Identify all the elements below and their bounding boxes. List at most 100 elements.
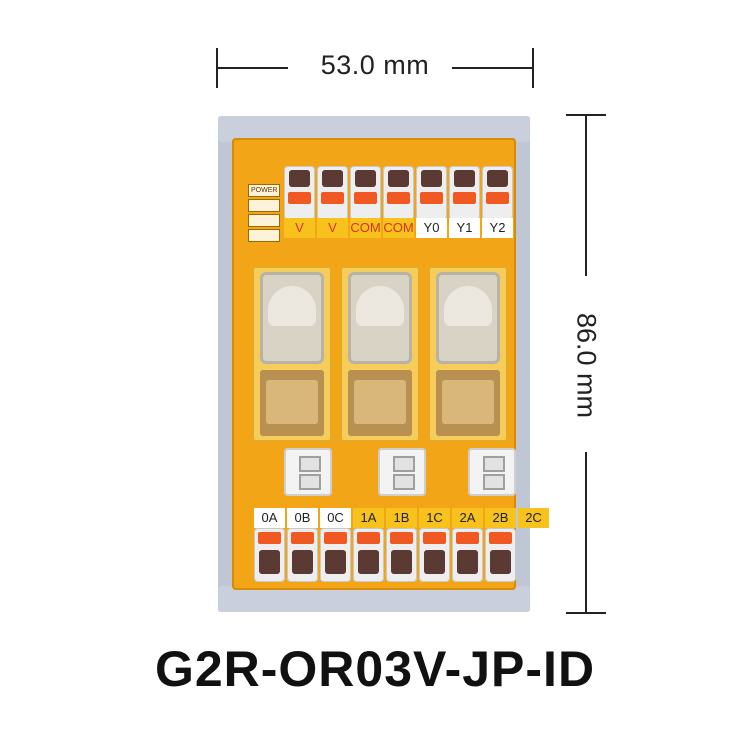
terminal-label-1b: 1B bbox=[386, 508, 417, 528]
screw-icon bbox=[487, 170, 508, 187]
connector-pin bbox=[393, 456, 415, 472]
width-dimension-right-tick bbox=[532, 48, 534, 88]
terminal-label-2a: 2A bbox=[452, 508, 483, 528]
screw-icon bbox=[292, 550, 313, 574]
terminal-label-0a: 0A bbox=[254, 508, 285, 528]
terminal bbox=[416, 166, 447, 220]
relay-dome bbox=[356, 286, 404, 326]
terminal-label-1c: 1C bbox=[419, 508, 450, 528]
terminal-label-y0: Y0 bbox=[416, 218, 447, 238]
terminal bbox=[419, 528, 450, 582]
screw-icon bbox=[490, 550, 511, 574]
terminal-label-0c: 0C bbox=[320, 508, 351, 528]
width-dimension-left-line bbox=[218, 67, 288, 69]
relay-cover bbox=[436, 272, 500, 364]
terminal-label-y2: Y2 bbox=[482, 218, 513, 238]
screw-icon bbox=[454, 170, 475, 187]
relay-coil bbox=[442, 380, 494, 424]
width-dimension-right-line bbox=[452, 67, 532, 69]
height-dimension: 86.0 mm bbox=[566, 114, 606, 614]
terminal bbox=[383, 166, 414, 220]
lever-icon bbox=[486, 192, 509, 204]
terminal-label-0b: 0B bbox=[287, 508, 318, 528]
terminal bbox=[386, 528, 417, 582]
lever-icon bbox=[258, 532, 281, 544]
relay-coil bbox=[354, 380, 406, 424]
relay-cover bbox=[260, 272, 324, 364]
connector-pin bbox=[483, 456, 505, 472]
relay-body bbox=[436, 370, 500, 436]
lever-icon bbox=[489, 532, 512, 544]
terminal bbox=[317, 166, 348, 220]
lever-icon bbox=[387, 192, 410, 204]
terminal-label-y1: Y1 bbox=[449, 218, 480, 238]
led-3 bbox=[248, 229, 280, 242]
terminal bbox=[320, 528, 351, 582]
led-panel: POWER bbox=[248, 184, 280, 242]
lever-icon bbox=[390, 532, 413, 544]
screw-icon bbox=[421, 170, 442, 187]
housing-bottom bbox=[218, 586, 530, 612]
relay-body bbox=[348, 370, 412, 436]
lever-icon bbox=[321, 192, 344, 204]
relay-2 bbox=[428, 266, 508, 442]
terminal bbox=[449, 166, 480, 220]
connector-pin bbox=[483, 474, 505, 490]
terminal bbox=[353, 528, 384, 582]
header-connector-2 bbox=[468, 448, 516, 496]
connector-pin bbox=[299, 456, 321, 472]
terminal-label-1a: 1A bbox=[353, 508, 384, 528]
relay-dome bbox=[268, 286, 316, 326]
lever-icon bbox=[453, 192, 476, 204]
screw-icon bbox=[355, 170, 376, 187]
screw-icon bbox=[289, 170, 310, 187]
relay-coil bbox=[266, 380, 318, 424]
height-dimension-bottom-tick bbox=[566, 612, 606, 614]
relay-dome bbox=[444, 286, 492, 326]
lever-icon bbox=[423, 532, 446, 544]
lever-icon bbox=[291, 532, 314, 544]
top-terminal-block bbox=[284, 166, 513, 220]
bottom-terminal-labels: 0A 0B 0C 1A 1B 1C 2A 2B 2C bbox=[254, 508, 549, 528]
header-connector-0 bbox=[284, 448, 332, 496]
height-dimension-top-line bbox=[585, 116, 587, 276]
height-dimension-top-tick bbox=[566, 114, 606, 116]
lever-icon bbox=[288, 192, 311, 204]
width-dimension-label: 53.0 mm bbox=[320, 50, 430, 80]
terminal bbox=[485, 528, 516, 582]
lever-icon bbox=[420, 192, 443, 204]
top-terminal-labels: V V COM COM Y0 Y1 Y2 bbox=[284, 218, 513, 238]
screw-icon bbox=[322, 170, 343, 187]
header-connector-1 bbox=[378, 448, 426, 496]
terminal-label-2b: 2B bbox=[485, 508, 516, 528]
screw-icon bbox=[388, 170, 409, 187]
relay-0 bbox=[252, 266, 332, 442]
bottom-terminal-block bbox=[254, 528, 516, 582]
terminal bbox=[350, 166, 381, 220]
model-name: G2R-OR03V-JP-ID bbox=[154, 641, 596, 697]
relay-body bbox=[260, 370, 324, 436]
led-power: POWER bbox=[248, 184, 280, 197]
connector-pin bbox=[393, 474, 415, 490]
screw-icon bbox=[259, 550, 280, 574]
housing-top bbox=[218, 116, 530, 142]
terminal bbox=[287, 528, 318, 582]
screw-icon bbox=[391, 550, 412, 574]
relay-1 bbox=[340, 266, 420, 442]
terminal-label-com1: COM bbox=[350, 218, 381, 238]
relay-cover bbox=[348, 272, 412, 364]
screw-icon bbox=[358, 550, 379, 574]
terminal-label-v2: V bbox=[317, 218, 348, 238]
lever-icon bbox=[354, 192, 377, 204]
led-2 bbox=[248, 214, 280, 227]
lever-icon bbox=[324, 532, 347, 544]
led-1 bbox=[248, 199, 280, 212]
connector-pin bbox=[299, 474, 321, 490]
screw-icon bbox=[424, 550, 445, 574]
terminal-label-2c: 2C bbox=[518, 508, 549, 528]
terminal bbox=[452, 528, 483, 582]
terminal-label-v1: V bbox=[284, 218, 315, 238]
terminal bbox=[482, 166, 513, 220]
height-dimension-bottom-line bbox=[585, 452, 587, 612]
screw-icon bbox=[457, 550, 478, 574]
